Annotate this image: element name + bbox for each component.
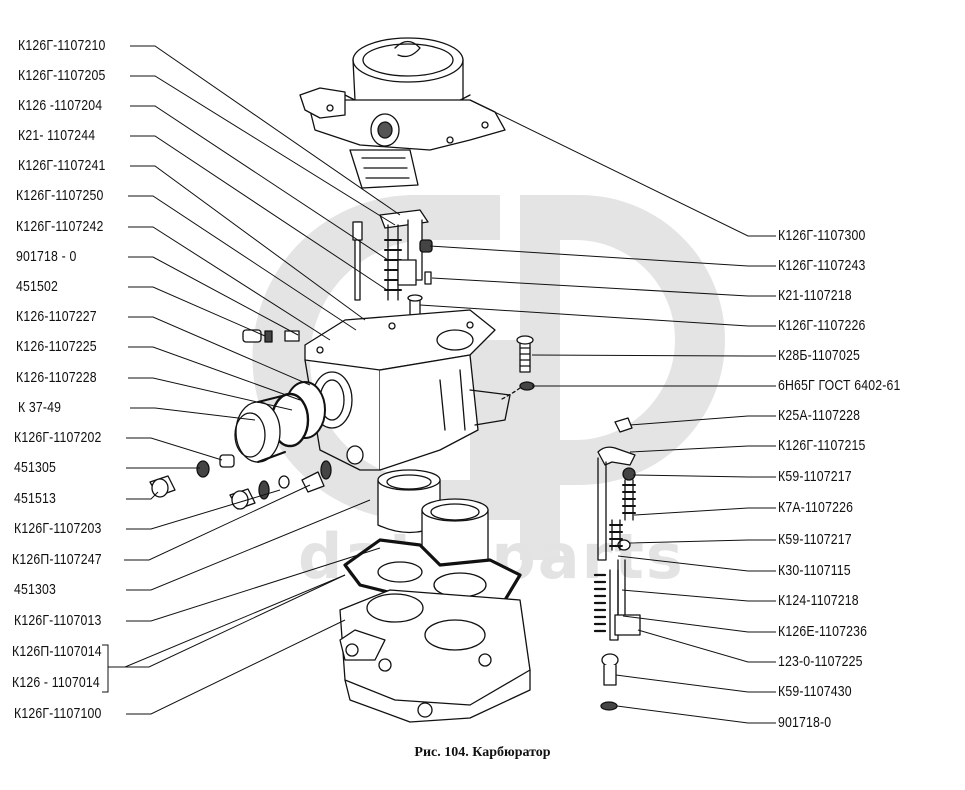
leader-line-left	[126, 499, 371, 591]
leader-line-right	[431, 277, 776, 297]
part-label-left: К126Г-1107100	[14, 705, 102, 722]
part-label-right: 123-0-1107225	[778, 653, 863, 670]
leader-line-right	[419, 304, 776, 327]
leader-line-right	[632, 474, 776, 478]
part-label-left: К126П-1107247	[12, 551, 102, 568]
fixing-screw	[499, 335, 535, 401]
leader-lines	[102, 45, 776, 724]
leader-line-left	[124, 574, 346, 668]
part-label-left: 901718 - 0	[16, 248, 77, 265]
part-label-right: К30-1107115	[778, 562, 851, 579]
part-label-right: К126Г-1107215	[778, 437, 866, 454]
part-label-right: К126Г-1107300	[778, 227, 866, 244]
part-label-left: К126-1107228	[16, 369, 97, 386]
part-label-right: К126Е-1107236	[778, 623, 868, 640]
leader-line-left	[126, 489, 281, 530]
leader-line-right	[629, 415, 776, 426]
part-label-left: К126Г-1107210	[18, 37, 106, 54]
watermark-letter-g	[252, 195, 520, 521]
float-chamber-body	[304, 309, 511, 471]
fuel-inlet-fittings	[234, 371, 353, 463]
leader-line-left	[130, 75, 396, 226]
leader-line-left	[124, 484, 311, 561]
small-screws	[242, 329, 300, 343]
bracket-line	[102, 574, 346, 693]
leader-line-right	[429, 245, 776, 267]
leader-line-left	[128, 226, 331, 341]
leader-line-left	[130, 165, 366, 321]
part-label-left: 451305	[14, 459, 57, 476]
part-label-left: К126Г-1107202	[14, 429, 102, 446]
part-label-right: К59-1107217	[778, 531, 852, 548]
part-label-left: К126Г-1107250	[16, 187, 104, 204]
leader-line-left	[126, 547, 381, 622]
part-label-right: 901718-0	[778, 714, 832, 731]
leader-line-left	[128, 256, 299, 336]
economizer-assembly	[593, 417, 641, 711]
part-label-left: 451502	[16, 278, 59, 295]
leader-line-left	[128, 377, 293, 411]
leader-line-left	[126, 491, 159, 500]
diffuser-tubes	[377, 469, 489, 569]
part-label-right: К126Г-1107226	[778, 317, 866, 334]
leader-line-left	[128, 346, 301, 401]
part-label-right: К126Г-1107243	[778, 257, 866, 274]
part-label-left: К126 -1107204	[18, 97, 103, 114]
leader-line-right	[616, 705, 776, 724]
part-label-right: К25А-1107228	[778, 407, 861, 424]
leader-line-right	[617, 555, 776, 572]
figure-caption: Рис. 104. Карбюратор	[414, 745, 551, 760]
part-label-left: К 37-49	[18, 399, 62, 416]
leader-line-right	[621, 589, 776, 602]
part-label-left: К126-1107225	[16, 338, 97, 355]
leader-line-left	[128, 286, 266, 337]
part-label-left: К126Г-1107242	[16, 218, 104, 235]
part-label-left: 451303	[14, 581, 57, 598]
leader-line-left	[130, 407, 256, 421]
part-label-right: К124-1107218	[778, 592, 859, 609]
part-label-left: К126Г-1107205	[18, 67, 106, 84]
part-label-left: К21- 1107244	[18, 127, 96, 144]
leader-line-right	[531, 354, 776, 357]
leader-line-left	[130, 45, 401, 216]
part-label-left: К126-1107227	[16, 308, 97, 325]
part-label-right: К59-1107217	[778, 468, 852, 485]
leader-line-right	[469, 99, 776, 237]
part-label-left: К126П-1107014	[12, 643, 102, 660]
leader-line-left	[126, 437, 223, 461]
leader-line-right	[615, 674, 776, 693]
leader-line-right	[633, 507, 776, 516]
leader-line-right	[629, 445, 776, 453]
leader-line-left	[128, 195, 357, 331]
leader-line-right	[637, 629, 776, 663]
part-label-left: К126Г-1107203	[14, 520, 102, 537]
leader-line-left	[130, 105, 389, 261]
leader-line-left	[130, 135, 388, 291]
bolts-and-washers	[149, 454, 332, 510]
part-label-right: К7А-1107226	[778, 499, 854, 516]
leader-line-left	[128, 316, 311, 386]
throttle-body	[339, 589, 531, 723]
leader-line-right	[622, 615, 776, 633]
part-label-right: К21-1107218	[778, 287, 852, 304]
carburetor-top-cover	[299, 37, 506, 189]
leader-line-left	[126, 619, 346, 715]
part-label-left: 451513	[14, 490, 57, 507]
watermark-letter-p	[520, 195, 725, 560]
leader-line-right	[629, 539, 776, 544]
part-label-left: К126Г-1107241	[18, 157, 106, 174]
part-label-right: 6Н65Г ГОСТ 6402-61	[778, 377, 901, 394]
part-label-left: К126Г-1107013	[14, 612, 102, 629]
part-label-left: К126 - 1107014	[12, 674, 100, 691]
part-label-right: К28Б-1107025	[778, 347, 860, 364]
part-label-right: К59-1107430	[778, 683, 852, 700]
